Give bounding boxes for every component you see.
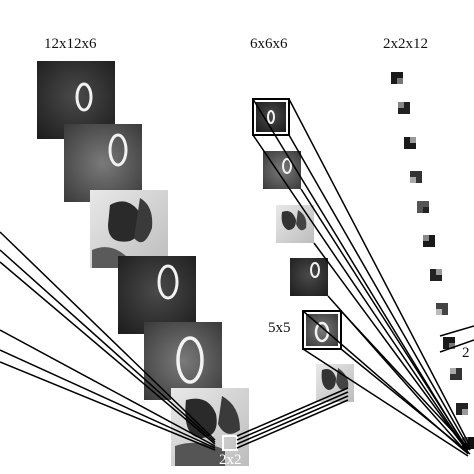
small-map-4 <box>410 171 422 183</box>
feature-map-2 <box>64 124 142 202</box>
pooled-map-1 <box>252 98 290 136</box>
feature-map-5 <box>144 322 222 400</box>
feature-maps-6x6x6 <box>252 98 354 402</box>
pooled-map-4 <box>290 258 328 296</box>
feature-maps-12x12x6 <box>37 61 249 466</box>
label-pool-2x2: 2x2 <box>219 452 242 468</box>
small-map-7 <box>430 269 442 281</box>
small-map-8 <box>436 303 448 315</box>
pooled-map-3 <box>276 205 314 243</box>
connection-lines <box>0 98 474 457</box>
label-cut-2: 2 <box>462 345 470 361</box>
small-map-9 <box>443 337 455 349</box>
small-map-5 <box>417 201 429 213</box>
small-map-11 <box>456 403 468 415</box>
pooled-map-2 <box>263 151 301 189</box>
small-map-3 <box>404 137 416 149</box>
small-map-1 <box>391 72 403 84</box>
feature-map-4 <box>118 256 196 334</box>
small-map-2 <box>398 102 410 114</box>
feature-maps-2x2x12 <box>391 72 474 449</box>
label-6x6x6: 6x6x6 <box>250 36 288 52</box>
feature-map-6 <box>171 388 249 466</box>
label-2x2x12: 2x2x12 <box>383 36 428 52</box>
small-map-10 <box>450 368 462 380</box>
small-map-6 <box>423 235 435 247</box>
feature-map-3 <box>90 190 168 268</box>
label-kernel-5x5: 5x5 <box>268 320 291 336</box>
label-12x12x6: 12x12x6 <box>44 36 97 52</box>
